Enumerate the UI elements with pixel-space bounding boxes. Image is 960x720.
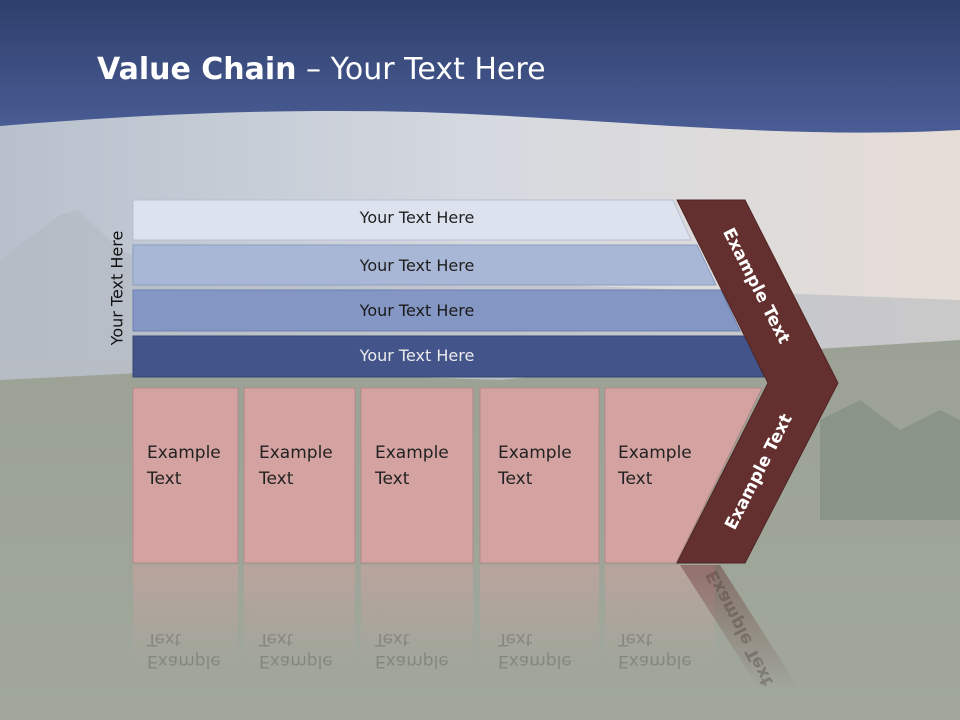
margin-chevron xyxy=(676,199,839,564)
support-row-3 xyxy=(132,289,741,332)
title-bold: Value Chain xyxy=(97,52,297,87)
side-label-text: Your Text Here xyxy=(107,230,127,346)
support-row-2 xyxy=(132,244,717,286)
page-title: Value Chain – Your Text Here xyxy=(97,52,546,87)
support-row-1 xyxy=(132,199,692,241)
primary-column-1 xyxy=(132,387,239,564)
row-label-3: Your Text Here xyxy=(359,301,475,320)
primary-column-5 xyxy=(604,387,763,564)
row-label-2: Your Text Here xyxy=(359,256,475,275)
support-row-4 xyxy=(132,335,765,378)
primary-column-2 xyxy=(243,387,356,564)
primary-column-4 xyxy=(479,387,600,564)
title-rest: – Your Text Here xyxy=(296,52,546,87)
row-label-1: Your Text Here xyxy=(359,208,475,227)
primary-column-3 xyxy=(360,387,474,564)
row-label-4: Your Text Here xyxy=(359,346,475,365)
